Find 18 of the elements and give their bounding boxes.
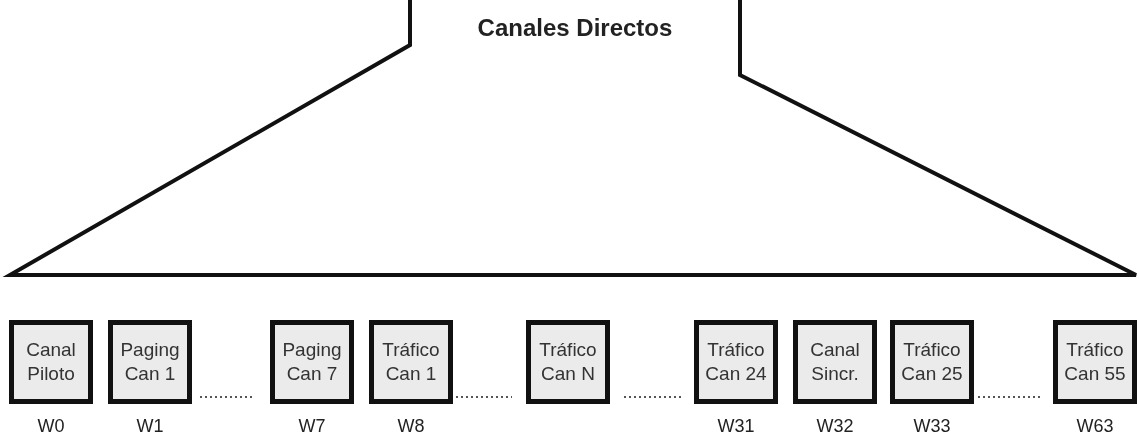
channel-box: Canal Sincr. — [793, 320, 877, 404]
channel-code-label: W31 — [717, 416, 755, 437]
channel-box: Tráfico Can N — [526, 320, 610, 404]
channel-box: Tráfico Can 25 — [890, 320, 974, 404]
channel-code-label: W1 — [136, 416, 164, 437]
channel-code-label: W0 — [37, 416, 65, 437]
channel-code-label: W33 — [913, 416, 951, 437]
title: Canales Directos — [476, 14, 674, 42]
channel-box: Paging Can 7 — [270, 320, 354, 404]
channel-code-label: W63 — [1076, 416, 1114, 437]
channel-box: Tráfico Can 55 — [1053, 320, 1137, 404]
channel-box: Tráfico Can 24 — [694, 320, 778, 404]
channel-code-label: W32 — [816, 416, 854, 437]
channel-box: Canal Piloto — [9, 320, 93, 404]
channel-box: Paging Can 1 — [108, 320, 192, 404]
channel-code-label: W7 — [298, 416, 326, 437]
channel-code-label: W8 — [397, 416, 425, 437]
channel-box: Tráfico Can 1 — [369, 320, 453, 404]
